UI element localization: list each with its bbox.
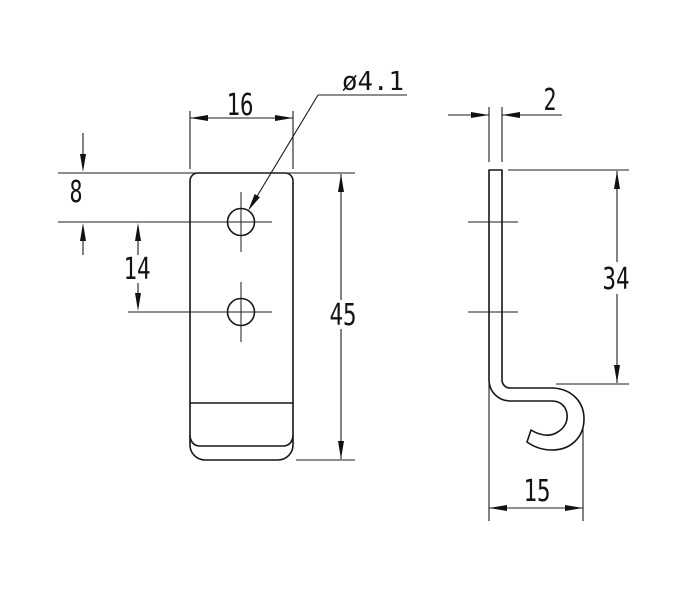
arrowhead-down <box>614 365 620 383</box>
dim-label-flat-height: 34 <box>603 262 630 297</box>
arrowhead-leader <box>248 194 260 211</box>
dim-label-hole-spacing: 14 <box>124 252 151 287</box>
dim-label-hook-depth: 15 <box>524 474 551 509</box>
arrowhead-left <box>502 112 520 118</box>
arrowhead-up <box>80 223 86 241</box>
dim-label-front-height: 45 <box>330 298 357 333</box>
dim-label-front-width: 16 <box>227 88 254 123</box>
arrowhead-up <box>338 174 344 192</box>
dim-front-width: 16 <box>189 88 294 169</box>
arrowhead-up <box>135 223 141 241</box>
front-view-dimensions: 16 8 14 45 <box>58 67 407 461</box>
dim-thickness: 2 <box>448 83 562 162</box>
leader-line <box>249 94 319 209</box>
dim-front-height: 45 <box>296 174 357 461</box>
dim-label-thickness: 2 <box>544 83 557 118</box>
arrowhead-right <box>565 505 583 511</box>
dim-hole-spacing: 14 <box>124 223 151 311</box>
side-view-dimensions: 2 34 15 <box>448 83 630 521</box>
arrowhead-down <box>338 441 344 459</box>
side-view <box>468 169 585 451</box>
arrowhead-down <box>80 154 86 172</box>
plate-outline <box>189 172 294 461</box>
arrowhead-left <box>190 115 208 121</box>
dim-label-edge-to-hole: 8 <box>70 175 83 210</box>
arrowhead-left <box>489 505 507 511</box>
dim-hook-depth: 15 <box>488 383 584 521</box>
arrowhead-up <box>614 171 620 189</box>
arrowhead-right <box>275 115 293 121</box>
arrowhead-down <box>135 293 141 311</box>
front-view <box>58 172 294 461</box>
hook-profile-outline <box>488 169 585 451</box>
dim-edge-to-hole: 8 <box>70 133 86 255</box>
dim-flat-height: 34 <box>508 169 630 385</box>
arrowhead-right <box>471 112 489 118</box>
dim-label-hole-diameter: ø4.1 <box>342 67 404 97</box>
folded-edge-line <box>189 435 294 447</box>
dim-hole-diameter: ø4.1 <box>248 67 407 211</box>
